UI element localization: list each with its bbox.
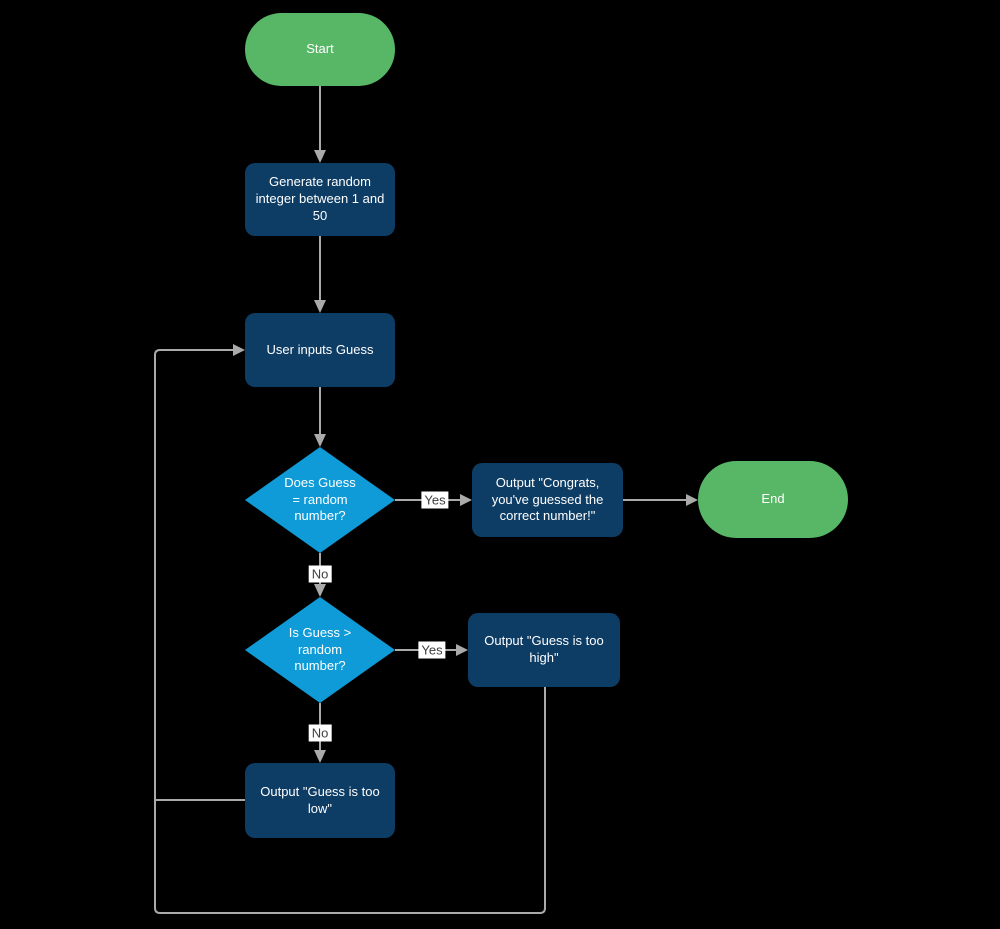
output-too-low-node[interactable]: Output "Guess is too low" bbox=[245, 763, 395, 838]
generate-random-node[interactable]: Generate random integer between 1 and 50 bbox=[245, 163, 395, 236]
arrowhead-icon bbox=[314, 434, 326, 447]
user-input-node-label: User inputs Guess bbox=[266, 341, 374, 357]
start-node-label: Start bbox=[306, 41, 334, 57]
guess-equal-decision-label: Does Guess = random number? bbox=[284, 474, 356, 524]
guess-greater-decision-label: Is Guess > random number? bbox=[288, 624, 352, 674]
edge-label-yes-equal: Yes bbox=[421, 491, 449, 509]
output-too-low-node-label: Output "Guess is too low" bbox=[260, 783, 380, 816]
edge-label-no-equal: No bbox=[308, 565, 332, 583]
guess-equal-decision-node[interactable]: Does Guess = random number? bbox=[245, 447, 395, 553]
end-node[interactable]: End bbox=[698, 461, 848, 538]
start-node[interactable]: Start bbox=[245, 13, 395, 86]
output-too-high-node[interactable]: Output "Guess is too high" bbox=[468, 613, 620, 687]
arrowhead-icon bbox=[314, 150, 326, 163]
user-input-node[interactable]: User inputs Guess bbox=[245, 313, 395, 387]
arrowhead-icon bbox=[314, 750, 326, 763]
arrowhead-icon bbox=[686, 494, 698, 506]
edge-label-no-greater: No bbox=[308, 724, 332, 742]
arrowhead-icon bbox=[460, 494, 472, 506]
guess-greater-decision-node[interactable]: Is Guess > random number? bbox=[245, 597, 395, 703]
arrowhead-icon bbox=[233, 344, 245, 356]
arrowhead-icon bbox=[456, 644, 468, 656]
output-too-high-node-label: Output "Guess is too high" bbox=[484, 633, 604, 665]
arrowhead-icon bbox=[314, 300, 326, 313]
arrowhead-icon bbox=[314, 584, 326, 597]
generate-random-node-label: Generate random integer between 1 and 50 bbox=[255, 174, 385, 223]
edge-label-yes-greater: Yes bbox=[418, 641, 446, 659]
end-node-label: End bbox=[761, 491, 785, 507]
output-congrats-node[interactable]: Output "Congrats, you've guessed the cor… bbox=[472, 463, 623, 537]
output-congrats-node-label: Output "Congrats, you've guessed the cor… bbox=[491, 474, 604, 524]
